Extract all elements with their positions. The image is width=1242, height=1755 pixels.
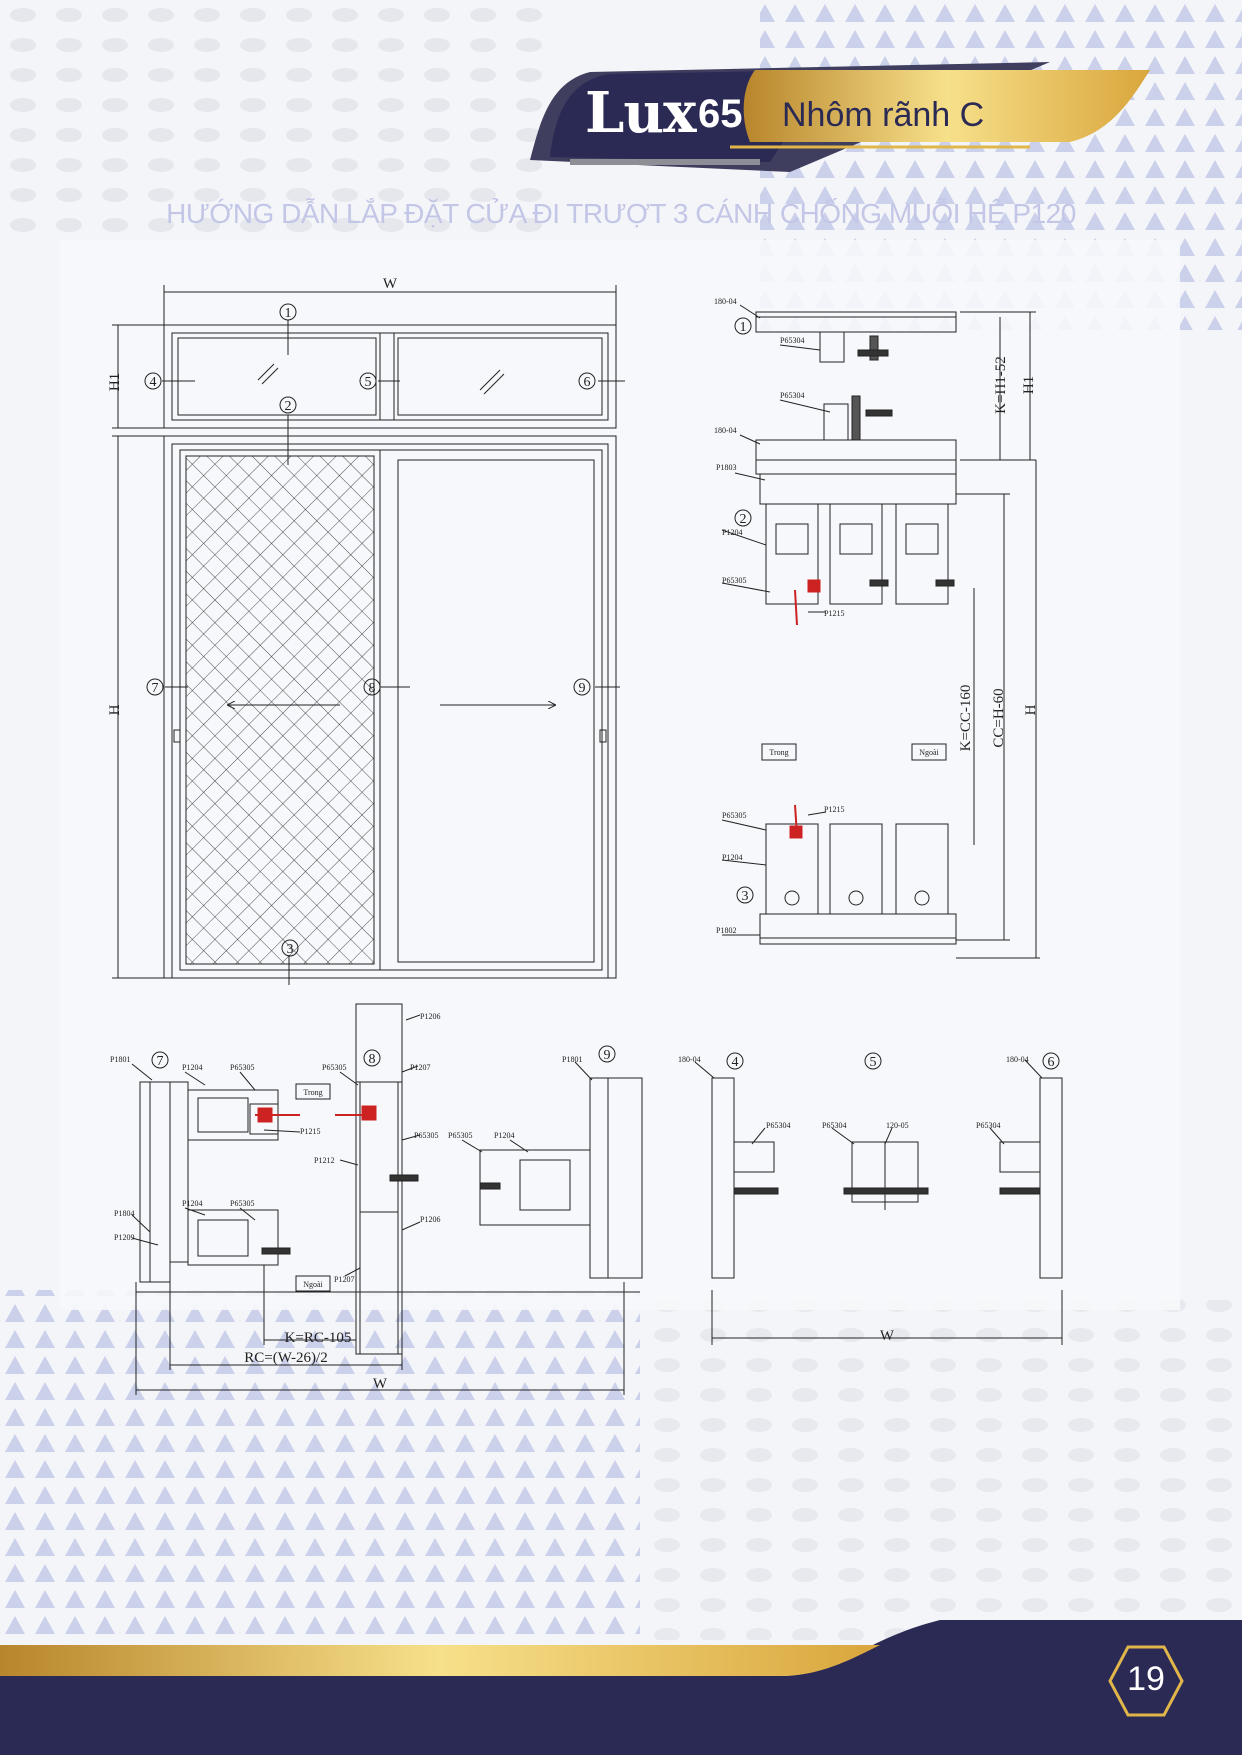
hs-p1206-top: P1206 xyxy=(420,1012,440,1021)
vs-p1803: P1803 xyxy=(716,463,736,472)
hs-p1204-a: P1204 xyxy=(182,1063,202,1072)
hs-callout-7: 7 xyxy=(157,1054,164,1069)
vs-cc: CC=H-60 xyxy=(991,688,1007,747)
ts-120-05: 120-05 xyxy=(886,1121,909,1130)
hs-p1804: P1804 xyxy=(114,1209,134,1218)
brand-logo: Lux xyxy=(585,80,696,146)
elev-w-label: W xyxy=(383,276,398,292)
vs-k-cc: K=CC-160 xyxy=(958,685,974,752)
transom-section-labels: 180-04 P65304 P65304 120-05 180-04 P6530… xyxy=(678,1055,1055,1344)
callout-7: 7 xyxy=(152,681,159,696)
vs-p65304-b: P65304 xyxy=(780,391,804,400)
elevation-callouts: 1 2 3 4 5 6 7 8 9 xyxy=(150,306,591,957)
vertical-section xyxy=(721,304,1040,959)
hs-p65305-c: P65305 xyxy=(322,1063,346,1072)
hs-p1207-bot: P1207 xyxy=(334,1275,354,1284)
elev-h1-label: H1 xyxy=(107,373,123,391)
ts-180-04-left: 180-04 xyxy=(678,1055,701,1064)
callout-9: 9 xyxy=(579,681,586,696)
vs-p1215-top: P1215 xyxy=(824,609,844,618)
hs-p65305-d: P65305 xyxy=(414,1131,438,1140)
hs-w: W xyxy=(373,1376,388,1392)
door-elevation xyxy=(112,285,625,985)
hs-p1207-top: P1207 xyxy=(410,1063,430,1072)
vs-ngoai: Ngoài xyxy=(919,748,939,757)
ts-p65304-mid: P65304 xyxy=(822,1121,846,1130)
brand-number: 65 xyxy=(698,92,743,136)
ts-callout-5: 5 xyxy=(870,1055,877,1070)
ts-p65304-left: P65304 xyxy=(766,1121,790,1130)
horizontal-section-labels: P1801 P1204 P65305 P1215 Trong P1804 P12… xyxy=(110,1012,611,1392)
hs-p1209: P1209 xyxy=(114,1233,134,1242)
hs-ngoai: Ngoài xyxy=(303,1280,323,1289)
vs-180-04-top: 180-04 xyxy=(714,297,737,306)
hs-p1801-right: P1801 xyxy=(562,1055,582,1064)
vs-p1204-top: P1204 xyxy=(722,528,742,537)
vs-180-04-mid: 180-04 xyxy=(714,426,737,435)
callout-6: 6 xyxy=(584,375,591,390)
vs-callout-3: 3 xyxy=(742,889,749,904)
header-badge xyxy=(530,62,1150,172)
page-title: HƯỚNG DẪN LẮP ĐẶT CỬA ĐI TRƯỢT 3 CÁNH CH… xyxy=(166,198,1076,229)
transom-section xyxy=(694,1052,1063,1345)
callout-5: 5 xyxy=(365,375,372,390)
callout-8: 8 xyxy=(369,681,376,696)
vs-callout-1: 1 xyxy=(740,320,747,335)
ts-w: W xyxy=(880,1328,895,1344)
vs-h: H xyxy=(1023,704,1039,715)
vs-p1204-bot: P1204 xyxy=(722,853,742,862)
elev-h-label: H xyxy=(107,704,123,715)
vs-k-h1: K=H1-52 xyxy=(993,356,1009,414)
hs-p65305-b: P65305 xyxy=(230,1199,254,1208)
hs-callout-9: 9 xyxy=(604,1048,611,1063)
ts-callout-6: 6 xyxy=(1048,1055,1055,1070)
vs-p1802: P1802 xyxy=(716,926,736,935)
hs-p65305-a: P65305 xyxy=(230,1063,254,1072)
callout-1: 1 xyxy=(285,306,292,321)
vs-p65304-a: P65304 xyxy=(780,336,804,345)
vs-p1215-bot: P1215 xyxy=(824,805,844,814)
hs-callout-8: 8 xyxy=(369,1052,376,1067)
callout-3: 3 xyxy=(287,942,294,957)
ts-callout-4: 4 xyxy=(732,1055,739,1070)
page-number-badge xyxy=(1108,1645,1184,1717)
hs-p1215: P1215 xyxy=(300,1127,320,1136)
ts-p65304-right: P65304 xyxy=(976,1121,1000,1130)
vs-p65305-top: P65305 xyxy=(722,576,746,585)
callout-2: 2 xyxy=(285,399,292,414)
hs-rc: RC=(W-26)/2 xyxy=(244,1350,327,1366)
hs-trong: Trong xyxy=(303,1088,322,1097)
hs-p1206-bot: P1206 xyxy=(420,1215,440,1224)
vs-p65305-bot: P65305 xyxy=(722,811,746,820)
vs-callout-2: 2 xyxy=(740,512,747,527)
brand-subtitle: Nhôm rãnh C xyxy=(782,96,985,134)
vertical-section-labels: 180-04 P65304 P65304 180-04 P1803 P1204 … xyxy=(714,297,1039,935)
hs-k-rc: K=RC-105 xyxy=(285,1330,352,1346)
horizontal-section xyxy=(131,1003,643,1395)
vs-h1: H1 xyxy=(1021,376,1037,394)
vs-trong: Trong xyxy=(769,748,788,757)
hs-p1801-left: P1801 xyxy=(110,1055,130,1064)
hs-p65305-e: P65305 xyxy=(448,1131,472,1140)
ts-180-04-right: 180-04 xyxy=(1006,1055,1029,1064)
page-number: 19 xyxy=(1127,1660,1165,1698)
callout-4: 4 xyxy=(150,375,157,390)
hs-p1204-b: P1204 xyxy=(182,1199,202,1208)
hs-p1204-c: P1204 xyxy=(494,1131,514,1140)
hs-p1212: P1212 xyxy=(314,1156,334,1165)
